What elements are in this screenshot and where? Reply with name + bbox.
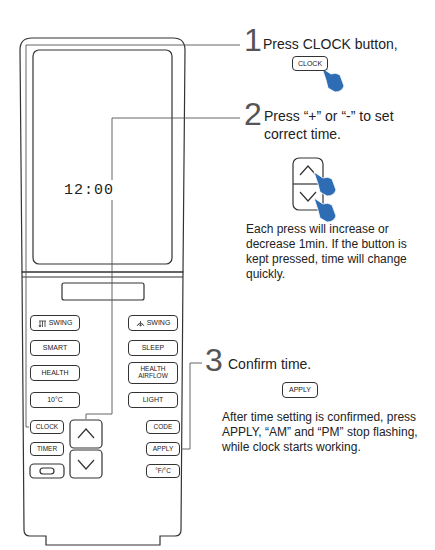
remote-button: TIMER — [30, 442, 64, 456]
button-label: SLEEP — [142, 344, 165, 351]
remote-button: SLEEP — [128, 340, 178, 356]
button-label: CLOCK — [298, 60, 322, 67]
up-chevron — [78, 429, 94, 438]
display-slot — [62, 283, 144, 300]
instruction-text: After time setting is confirmed, press A… — [222, 410, 430, 455]
instruction-text: Press CLOCK button, — [263, 36, 428, 54]
pointing-hand — [314, 172, 336, 196]
instruction-text: Press “+” or “-” to set correct time. — [264, 108, 419, 143]
remote-button: HEALTH AIRFLOW — [128, 362, 178, 384]
remote-button: °F/°C — [146, 464, 180, 478]
remote-button: CLOCK — [292, 56, 328, 71]
swing-icon — [38, 319, 47, 328]
remote-button: SMART — [30, 340, 80, 356]
remote-button: CLOCK — [30, 420, 64, 434]
instruction-text: Each press will increase or decrease 1mi… — [246, 222, 428, 282]
down-chevron — [78, 460, 94, 469]
button-label: CLOCK — [36, 424, 58, 431]
remote-button: APPLY — [282, 382, 318, 398]
remote-body — [22, 272, 183, 545]
remote-button: SWING — [128, 315, 178, 331]
button-label: SMART — [43, 344, 67, 351]
swing-icon — [136, 319, 145, 328]
button-label: HEALTH AIRFLOW — [131, 366, 175, 380]
button-label: SWING — [49, 319, 73, 326]
button-label: LIGHT — [143, 396, 164, 403]
leader-line — [26, 45, 240, 427]
blank-button — [30, 464, 64, 478]
remote-lid — [20, 38, 185, 272]
remote-screen — [33, 50, 172, 264]
up-button — [70, 420, 102, 448]
lcd-display: 12:00 — [65, 180, 113, 200]
button-label: 10°C — [47, 396, 63, 403]
step-number: 1 — [244, 24, 264, 56]
step-number: 2 — [244, 98, 264, 130]
remote-button: 10°C — [30, 392, 80, 408]
blank-button-mark — [40, 468, 54, 474]
remote-button: SWING — [30, 315, 80, 331]
pointing-hand — [314, 198, 336, 222]
button-label: HEALTH — [41, 369, 68, 376]
down-button — [70, 450, 102, 478]
instruction-text: Confirm time. — [228, 356, 388, 374]
button-label: TIMER — [37, 446, 57, 453]
button-label: APPLY — [153, 446, 173, 453]
button-label: °F/°C — [155, 468, 171, 475]
remote-button: APPLY — [146, 442, 180, 456]
button-label: 12:00 — [64, 182, 114, 199]
leader-line — [86, 118, 240, 419]
button-label: APPLY — [289, 386, 311, 393]
button-label: SWING — [147, 319, 171, 326]
remote-button: HEALTH — [30, 365, 80, 381]
button-label: CODE — [154, 424, 173, 431]
remote-button: LIGHT — [128, 392, 178, 408]
remote-edge — [22, 276, 183, 277]
down-icon-chevron — [300, 192, 316, 201]
leader-line — [181, 363, 202, 449]
up-icon-chevron — [300, 166, 316, 175]
remote-button: CODE — [146, 420, 180, 434]
step-number: 3 — [205, 344, 225, 376]
